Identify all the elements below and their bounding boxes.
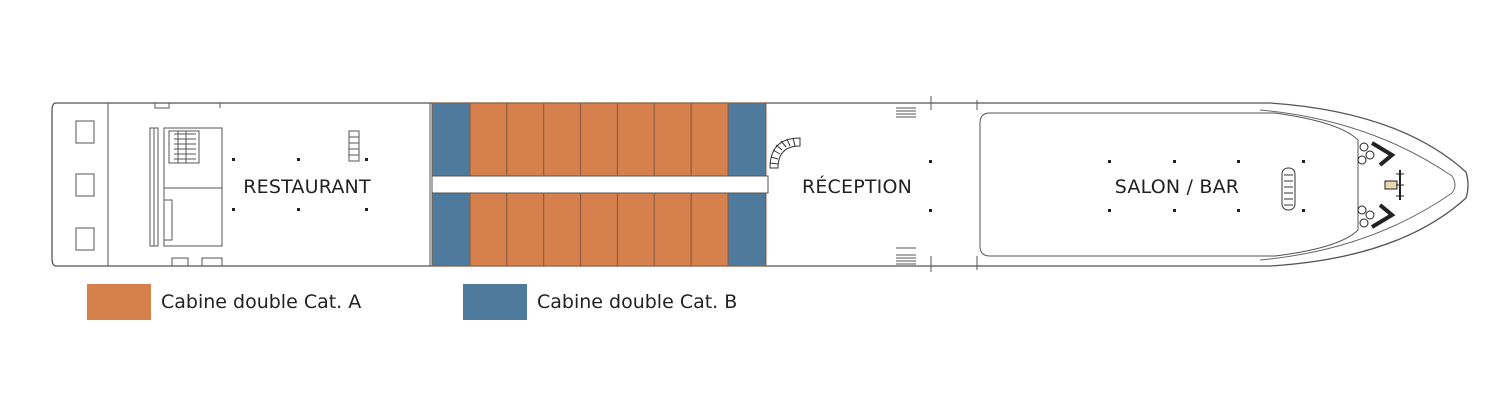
- galley-structure: [149, 102, 223, 267]
- pillars: [929, 160, 932, 212]
- room-label-salon-bar: SALON / BAR: [1115, 176, 1239, 198]
- cabin-block: [431, 102, 767, 267]
- cabin-cat-a: [653, 102, 692, 177]
- cabin-cat-a: [653, 192, 692, 267]
- cabin-cat-a: [616, 192, 655, 267]
- cabin-corridor: [431, 175, 769, 194]
- spiral-staircase-icon: [769, 137, 801, 169]
- cabin-cat-a: [580, 192, 618, 267]
- aft-window: [75, 227, 95, 251]
- cabin-cat-a: [580, 102, 618, 177]
- aft-window: [75, 120, 95, 144]
- cabin-cat-a: [506, 102, 545, 177]
- pillars: [1108, 160, 1305, 212]
- bar-staircase-icon: [1281, 167, 1296, 211]
- room-label-reception: RÉCEPTION: [802, 175, 912, 198]
- pillars: [232, 158, 368, 211]
- cabin-cat-a: [469, 102, 508, 177]
- legend-label-cat-b: Cabine double Cat. B: [537, 291, 738, 313]
- legend-label-cat-a: Cabine double Cat. A: [161, 291, 362, 313]
- bow-inner-curve: [1259, 109, 1456, 261]
- legend-swatch-cat-b: [463, 284, 527, 320]
- cabin-cat-a: [469, 192, 508, 267]
- cabin-cat-a: [690, 102, 729, 177]
- legend-item-cat-b: Cabine double Cat. B: [463, 284, 737, 320]
- cabin-cat-a: [616, 102, 655, 177]
- legend-swatch-cat-a: [87, 284, 151, 320]
- cabin-cat-a: [690, 192, 729, 267]
- salon-panel: [979, 112, 1359, 257]
- wheelhouse-equipment: [1357, 141, 1404, 229]
- cabin-cat-b: [431, 192, 471, 267]
- cabin-cat-a: [543, 192, 582, 267]
- cabin-cat-a: [506, 192, 545, 267]
- cabin-cat-b: [431, 102, 471, 177]
- room-label-restaurant: RESTAURANT: [243, 176, 371, 198]
- legend-item-cat-a: Cabine double Cat. A: [87, 284, 361, 320]
- cabin-cat-a: [543, 102, 582, 177]
- cabin-cat-b: [727, 102, 767, 177]
- cabin-cat-b: [727, 192, 767, 267]
- reception-stairs: [896, 96, 978, 272]
- aft-window: [75, 173, 95, 197]
- vent-grille: [348, 130, 360, 162]
